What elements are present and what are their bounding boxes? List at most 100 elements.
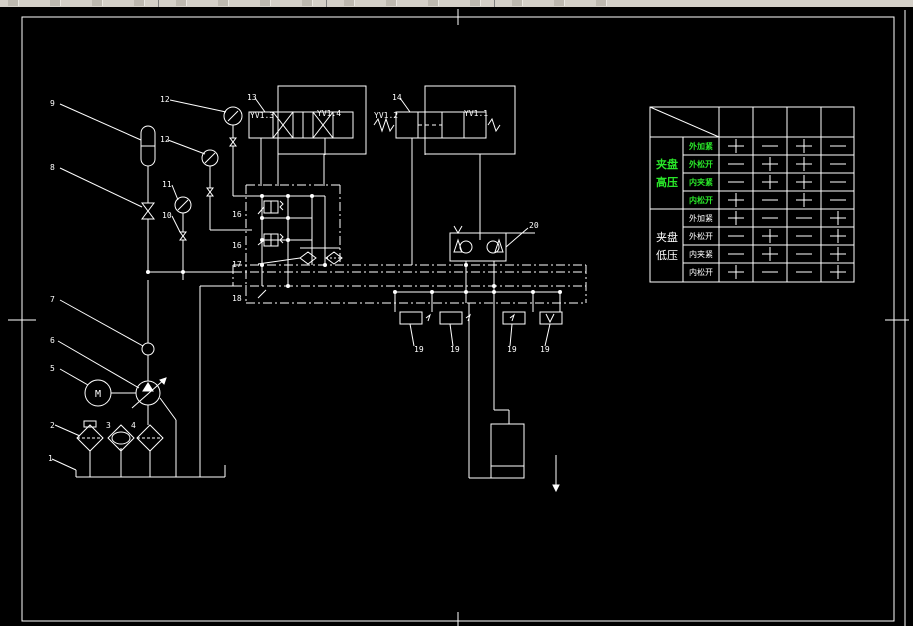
pan-icon[interactable]	[386, 0, 397, 6]
table-mark-plus	[728, 211, 744, 225]
callout-3: 3	[106, 421, 111, 430]
callout-5: 5	[50, 364, 55, 373]
table-mark-plus	[830, 229, 846, 243]
toolbar-separator	[326, 0, 327, 7]
valve-label-yv14: YV1.4	[317, 109, 341, 118]
table-row-label: 内夹紧	[689, 177, 713, 187]
callout-16-a: 16	[232, 210, 242, 219]
drawing-frame	[21, 16, 895, 622]
table-mark-plus	[830, 247, 846, 261]
callout-13: 13	[247, 93, 257, 102]
callout-8: 8	[50, 163, 55, 172]
filter-4	[136, 424, 164, 452]
properties-icon[interactable]	[512, 0, 523, 6]
print-icon[interactable]	[134, 0, 145, 6]
pump-6	[131, 377, 177, 425]
table-row-label: 内夹紧	[689, 249, 713, 259]
save-icon[interactable]	[92, 0, 103, 6]
motor-5: M	[84, 379, 136, 407]
callout-12-a: 12	[160, 95, 170, 104]
callout-12-b: 12	[160, 135, 170, 144]
directional-valve-13: YV1.3 YV1.4	[248, 85, 367, 186]
leader-lines	[51, 97, 529, 471]
table-row-label: 内松开	[689, 195, 713, 205]
zoom-window-icon[interactable]	[470, 0, 481, 6]
callout-19-b: 19	[450, 345, 460, 354]
tank-line	[75, 286, 226, 478]
table-mark-plus	[796, 175, 812, 189]
help-icon[interactable]	[596, 0, 607, 6]
table-mark-plus	[728, 139, 744, 153]
callout-9: 9	[50, 99, 55, 108]
callout-labels: 9 8 7 6 5 2 3 4 1 12 12 11 10 13 14 16 1…	[48, 93, 550, 463]
toolbar-separator	[158, 0, 159, 7]
callout-2: 2	[50, 421, 55, 430]
callout-7: 7	[50, 295, 55, 304]
callout-16-b: 16	[232, 241, 242, 250]
accumulator-9	[140, 125, 156, 203]
callout-19-a: 19	[414, 345, 424, 354]
table-row-label: 外松开	[689, 231, 713, 241]
callout-1: 1	[48, 454, 53, 463]
table-group-high: 夹盘高压	[656, 157, 678, 189]
valve-8	[141, 202, 155, 272]
check-valve-7	[141, 280, 155, 381]
table-mark-plus	[762, 229, 778, 243]
filter-2	[76, 420, 104, 452]
drawing-canvas[interactable]: M	[0, 7, 913, 626]
callout-18: 18	[232, 294, 242, 303]
callout-14: 14	[392, 93, 402, 102]
new-icon[interactable]	[8, 0, 19, 6]
directional-valve-14: YV1.2 YV1.1	[373, 85, 516, 265]
callout-11: 11	[162, 180, 172, 189]
pilot-check-valve-20	[449, 225, 535, 303]
valve-block-outline	[232, 184, 587, 304]
paste-icon[interactable]	[260, 0, 271, 6]
gauge-12-low	[201, 149, 252, 231]
pressure-switches-19	[394, 291, 563, 347]
redo-icon[interactable]	[344, 0, 355, 6]
callout-20: 20	[529, 221, 539, 230]
callout-17: 17	[232, 260, 242, 269]
junction-nodes	[146, 263, 562, 294]
table-mark-plus	[830, 211, 846, 225]
gauge-11	[174, 196, 192, 272]
open-icon[interactable]	[50, 0, 61, 6]
valve-block-nodes	[260, 194, 327, 288]
hydraulic-cylinder	[468, 286, 560, 493]
copy-icon[interactable]	[218, 0, 229, 6]
table-mark-plus	[830, 265, 846, 279]
motor-label: M	[95, 389, 101, 400]
cut-icon[interactable]	[176, 0, 187, 6]
shuttle-valve-17	[299, 251, 343, 265]
table-group-low: 夹盘低压	[656, 230, 678, 262]
actuation-table	[649, 106, 855, 283]
table-mark-plus	[762, 157, 778, 171]
table-group-labels: 夹盘高压 夹盘低压	[656, 157, 678, 262]
pressure-reducing-valve-16-upper	[263, 200, 284, 214]
gauge-12-high	[223, 106, 262, 197]
layers-icon[interactable]	[554, 0, 565, 6]
table-mark-plus	[796, 139, 812, 153]
table-mark-plus	[762, 247, 778, 261]
table-mark-plus	[796, 157, 812, 171]
valve-label-yv11: YV1.1	[464, 109, 488, 118]
toolbar-separator	[494, 0, 495, 7]
table-mark-plus	[728, 265, 744, 279]
cooler-3	[107, 424, 135, 452]
hydraulic-schematic: M	[8, 9, 909, 626]
callout-19-d: 19	[540, 345, 550, 354]
callout-4: 4	[131, 421, 136, 430]
undo-icon[interactable]	[302, 0, 313, 6]
callout-6: 6	[50, 336, 55, 345]
table-row-label: 外加紧	[689, 141, 713, 151]
valve-label-yv12: YV1.2	[374, 111, 398, 120]
table-mark-plus	[796, 193, 812, 207]
valve-label-yv13: YV1.3	[250, 111, 274, 120]
table-mark-plus	[762, 175, 778, 189]
callout-10: 10	[162, 211, 172, 220]
table-mark-plus	[728, 193, 744, 207]
callout-19-c: 19	[507, 345, 517, 354]
zoom-icon[interactable]	[428, 0, 439, 6]
